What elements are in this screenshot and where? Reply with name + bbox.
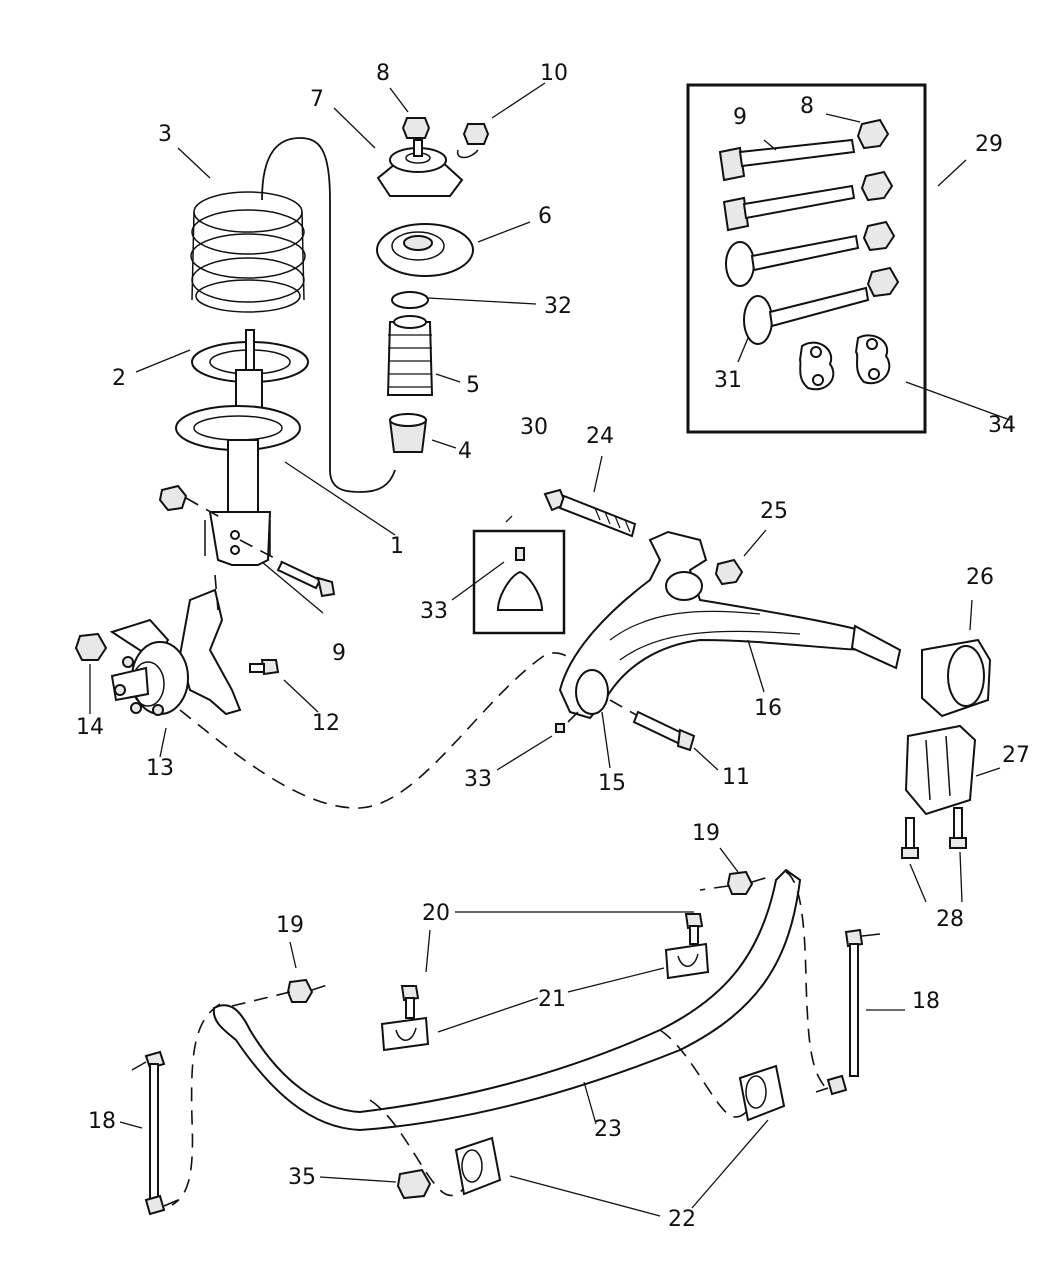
kit-nut-1 <box>856 118 890 150</box>
pinch-bolt <box>239 539 336 598</box>
link-nut-right <box>726 870 754 895</box>
pinch-nut <box>158 484 188 512</box>
hub-nut <box>74 632 108 661</box>
route-stab-left <box>171 1003 221 1206</box>
callout-7: 7 <box>310 87 324 112</box>
callout-2: 2 <box>112 366 126 391</box>
callout-33-box: 33 <box>420 599 448 624</box>
callout-18-left: 18 <box>88 1109 116 1134</box>
bracket-bolts <box>901 807 967 859</box>
clamp-left <box>380 1016 430 1052</box>
callout-33-arm: 33 <box>464 767 492 792</box>
upper-spring-seat <box>376 223 474 277</box>
callout-34: 34 <box>988 413 1016 438</box>
stab-bushing-left <box>454 1136 502 1196</box>
jounce-bumper <box>388 413 428 453</box>
mount-nut-flanged <box>456 123 490 159</box>
rear-bushing <box>921 638 992 718</box>
callout-28: 28 <box>936 907 964 932</box>
coil-spring <box>190 191 306 313</box>
callout-19-left: 19 <box>276 913 304 938</box>
cam-bolt-4 <box>743 286 870 345</box>
front-pivot-bolt <box>543 488 637 538</box>
bearing <box>391 291 429 309</box>
callout-8-strut: 8 <box>376 61 390 86</box>
stabilizer-link-right <box>815 928 881 1096</box>
pivot-nut <box>714 558 744 586</box>
stab-bushing-right <box>738 1064 786 1122</box>
callout-19-right: 19 <box>692 821 720 846</box>
callout-16: 16 <box>754 696 782 721</box>
callout-12: 12 <box>312 711 340 736</box>
callout-23: 23 <box>594 1117 622 1142</box>
callout-14: 14 <box>76 715 104 740</box>
callout-13: 13 <box>146 756 174 781</box>
stabilizer-bar <box>212 868 802 1132</box>
callout-30: 30 <box>520 415 548 440</box>
kit-nut-2 <box>860 170 894 202</box>
mount-nut <box>401 117 431 139</box>
cam-washer-2 <box>854 334 891 385</box>
callout-11: 11 <box>722 765 750 790</box>
route-stab-bush-left <box>369 1099 469 1197</box>
lower-control-arm <box>558 530 902 720</box>
dust-boot <box>386 315 434 396</box>
kit-nut-3 <box>862 220 896 252</box>
callout-10: 10 <box>540 61 568 86</box>
strut-assembly <box>175 329 301 566</box>
cam-bolt-1 <box>718 138 856 182</box>
dash-nut19-right <box>751 875 773 883</box>
cam-washer-1 <box>798 341 835 391</box>
callout-1: 1 <box>390 534 404 559</box>
callout-31: 31 <box>714 368 742 393</box>
dash-nut19-right-2 <box>699 885 729 891</box>
callout-35: 35 <box>288 1165 316 1190</box>
hardware-kit-box <box>686 83 927 434</box>
clamp-bolt-left <box>400 985 420 1019</box>
callout-27: 27 <box>1002 743 1030 768</box>
boot-kit-box <box>472 529 566 635</box>
callout-6: 6 <box>538 204 552 229</box>
dash-nut <box>185 497 226 521</box>
link-nut-left <box>286 978 314 1003</box>
callout-22: 22 <box>668 1207 696 1232</box>
callout-20: 20 <box>422 901 450 926</box>
rear-pivot-bolt <box>609 699 696 752</box>
ball-joint-bolt <box>249 659 280 676</box>
hub-bearing <box>110 641 189 716</box>
clamp-bolt-right <box>684 913 704 945</box>
callout-9-pinch: 9 <box>332 641 346 666</box>
callout-3: 3 <box>158 122 172 147</box>
callout-24: 24 <box>586 424 614 449</box>
callout-5: 5 <box>466 373 480 398</box>
callout-15: 15 <box>598 771 626 796</box>
callout-18-right: 18 <box>912 989 940 1014</box>
callout-29: 29 <box>975 132 1003 157</box>
dash-nut19-left <box>311 983 331 991</box>
stabilizer-link-left <box>131 1050 179 1216</box>
route-knuckle-to-arm <box>179 652 591 809</box>
route-stab-bush-right <box>659 1029 753 1118</box>
callout-26: 26 <box>966 565 994 590</box>
callout-21: 21 <box>538 987 566 1012</box>
cam-bolt-3 <box>725 234 860 287</box>
bushing-bracket <box>904 724 977 816</box>
callout-numbers: 3 2 1 4 5 6 7 8 10 35 32 9 12 13 14 9 8 … <box>76 61 1030 1232</box>
cam-bolt-2 <box>722 184 856 232</box>
callout-4: 4 <box>458 439 472 464</box>
callout-9-kit: 9 <box>733 105 747 130</box>
strut-mount <box>376 139 464 197</box>
grease-fitting <box>555 711 579 733</box>
clamp-right <box>664 942 710 980</box>
leader-lines <box>89 82 1011 1217</box>
callout-8-kit: 8 <box>800 94 814 119</box>
kit-nut-4 <box>866 266 900 298</box>
flange-nut <box>396 1168 432 1200</box>
dash-nut19-left-2 <box>231 991 291 1007</box>
callout-32-label: 32 <box>544 294 572 319</box>
callout-25: 25 <box>760 499 788 524</box>
routing-line-strut <box>261 137 396 493</box>
